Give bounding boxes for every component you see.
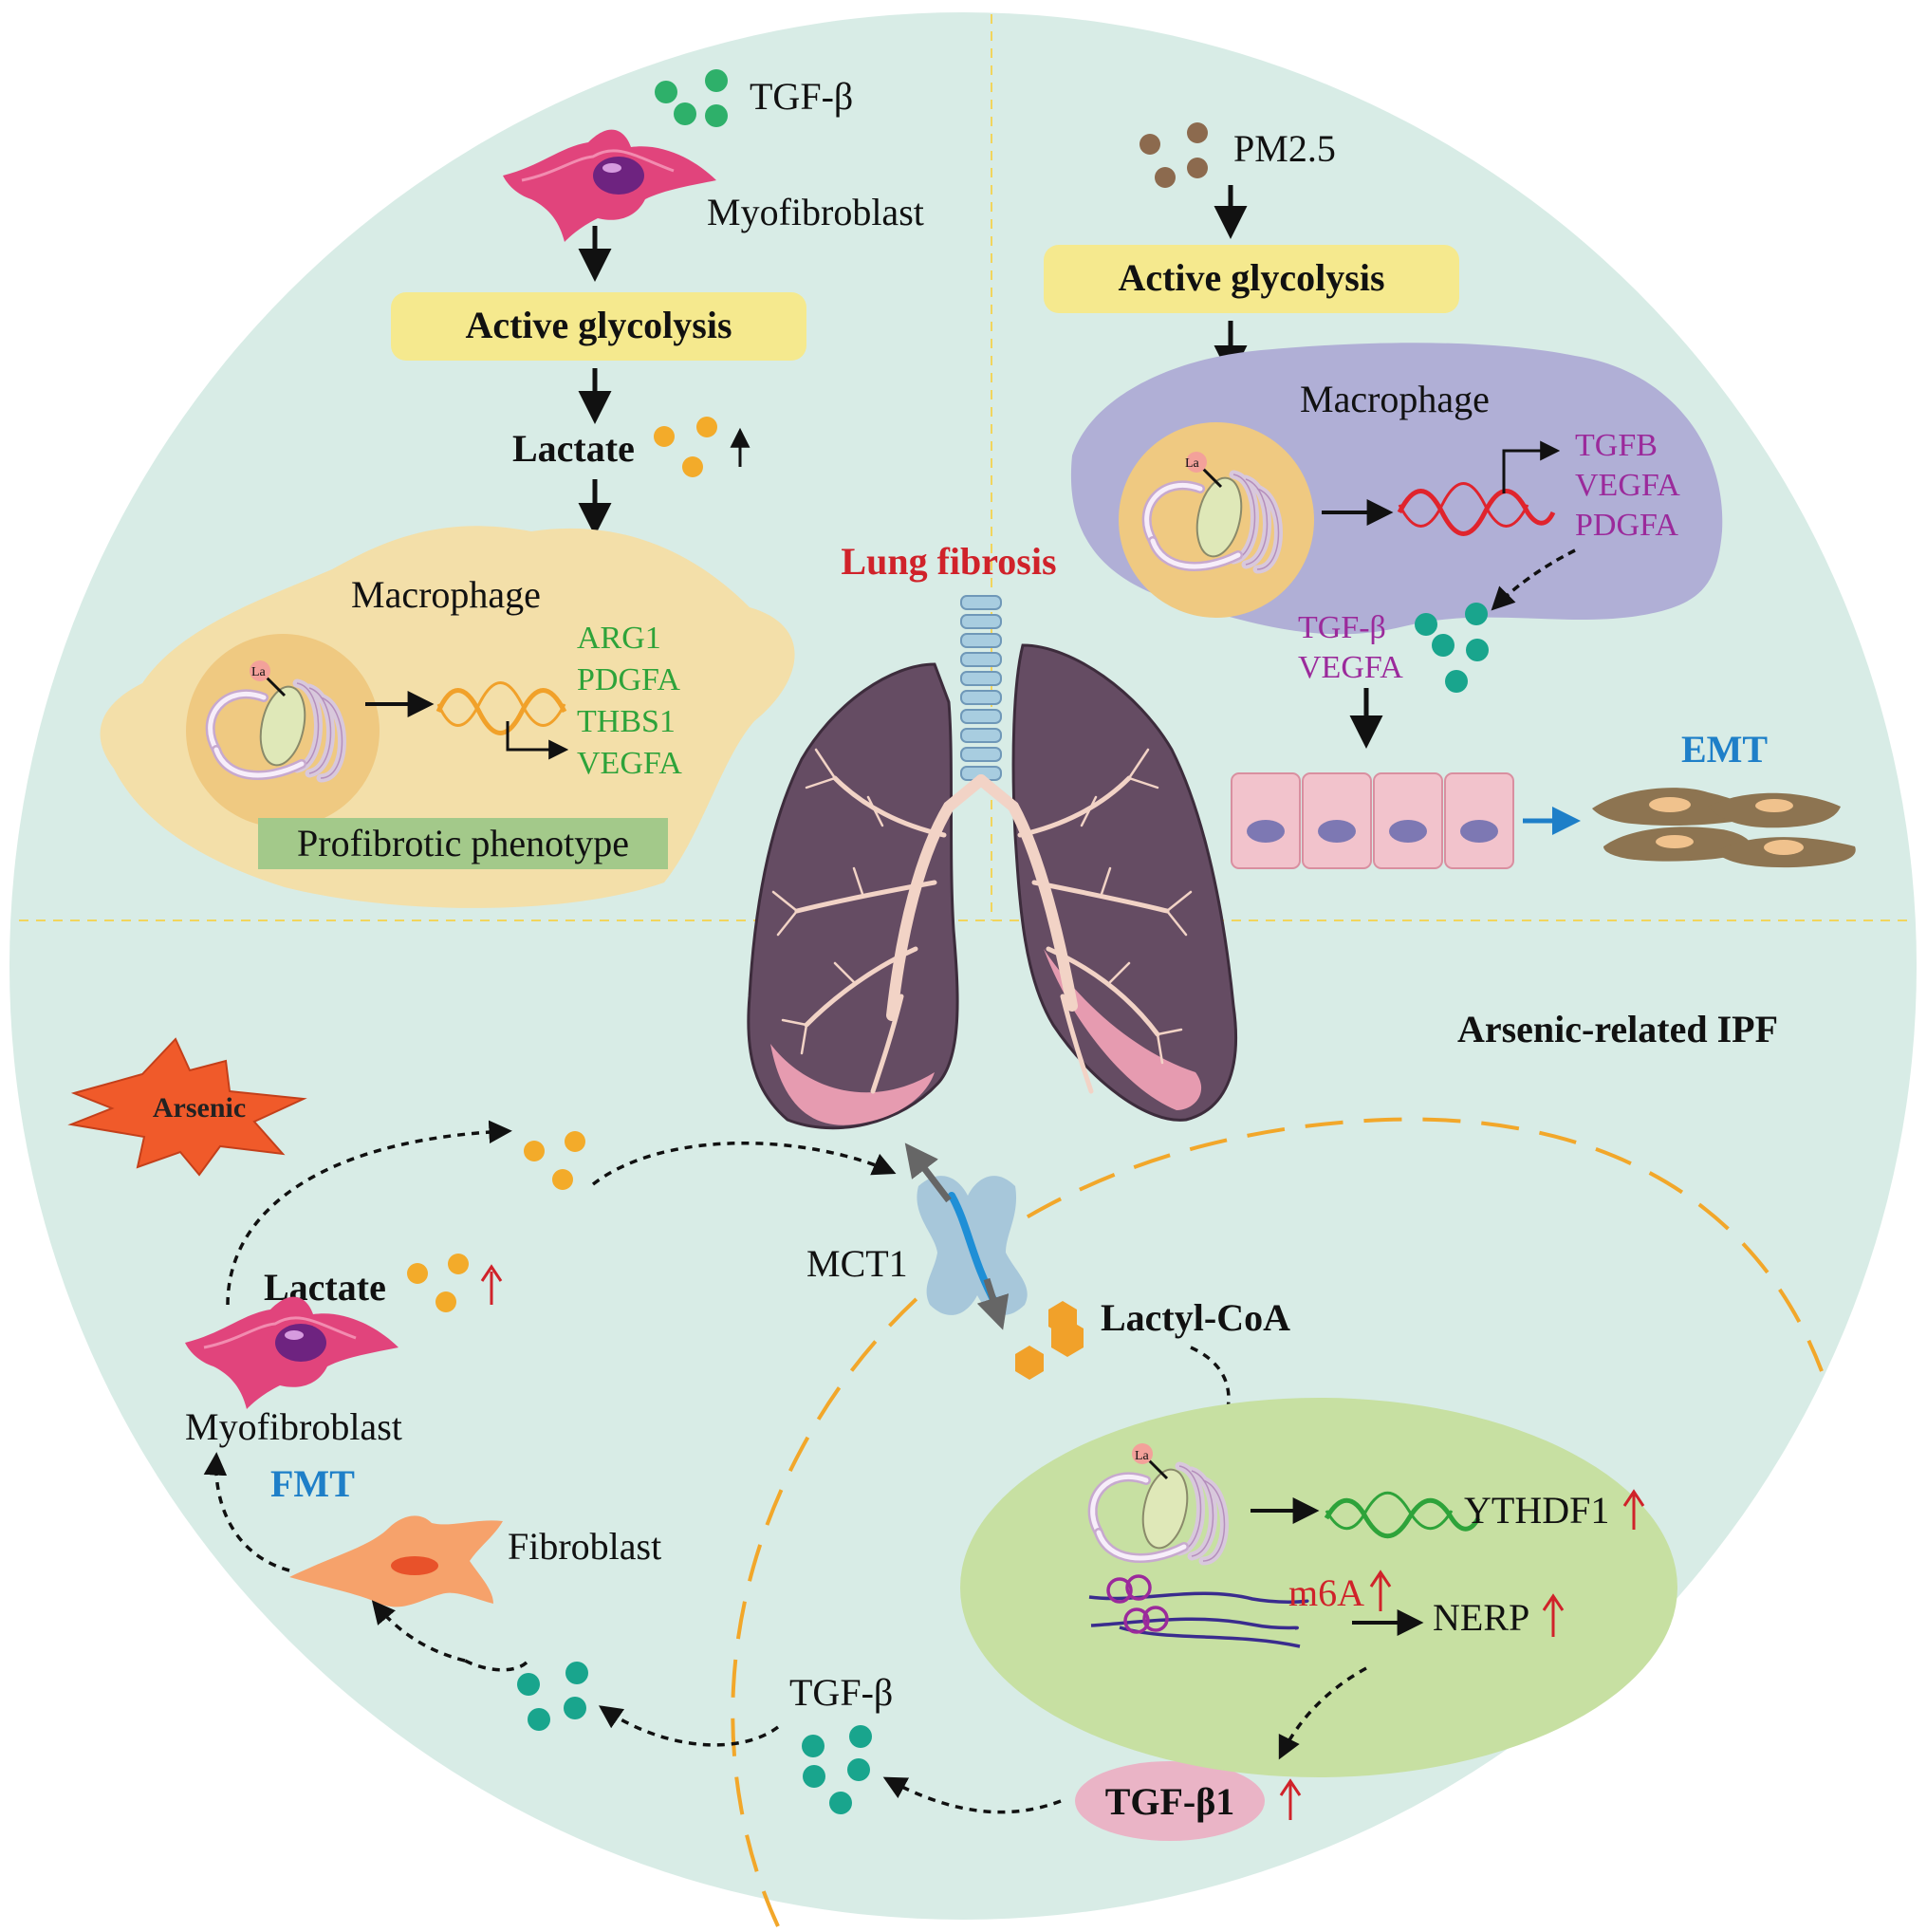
dashed-arrow	[203, 1452, 290, 1572]
dashed-arrow	[882, 1776, 1062, 1814]
arsenic-burst-icon	[67, 1037, 307, 1177]
lactyl-coa-label: Lactyl-CoA	[1101, 1296, 1290, 1339]
gene-vegfa-right: VEGFA	[1575, 468, 1680, 503]
tgfb1-label: TGF-β1	[1105, 1780, 1235, 1823]
lactate-label-top: Lactate	[512, 427, 635, 470]
mrna-icon	[1397, 489, 1556, 536]
gene-thbs1: THBS1	[577, 704, 676, 739]
epithelial-cells-icon	[1231, 772, 1514, 869]
tgfb1-pill	[1075, 1761, 1265, 1841]
profibrotic-label: Profibrotic phenotype	[297, 822, 629, 864]
nerp-label: NERP	[1433, 1596, 1529, 1639]
gene-arg1: ARG1	[577, 621, 661, 656]
mct1-label: MCT1	[806, 1242, 908, 1285]
pm25-dots	[1140, 122, 1208, 188]
fibroblast-label: Fibroblast	[508, 1525, 661, 1568]
transcription-arrow	[1502, 440, 1561, 493]
secreted-tgf: TGF-β	[1298, 610, 1386, 645]
dashed-arrow	[1278, 1666, 1367, 1760]
dashed-arrow	[598, 1705, 780, 1747]
mrna-icon	[1325, 1491, 1454, 1531]
dashed-arrow	[1190, 1346, 1235, 1444]
dashed-arrow	[464, 1659, 528, 1672]
top-left-panel: TGF-β Myofibroblast Active glycolysis La…	[100, 69, 924, 908]
glycolysis-label-left: Active glycolysis	[465, 304, 732, 346]
arsenic-ipf-title: Arsenic-related IPF	[1457, 1008, 1778, 1050]
up-arrow-red-head	[1542, 1593, 1565, 1611]
profibrotic-box	[258, 818, 668, 869]
glycolysis-box-left	[391, 292, 806, 361]
ythdf1-label: YTHDF1	[1464, 1489, 1609, 1532]
tgf-label-bottom: TGF-β	[789, 1671, 893, 1714]
histone-mark-right: La	[1185, 456, 1200, 471]
mrna-icon	[1324, 1497, 1481, 1539]
gene-vegfa-left: VEGFA	[577, 746, 682, 781]
up-arrow-red-head	[1622, 1489, 1645, 1507]
cell-boundary	[731, 1117, 1824, 1927]
mct1-transporter-icon	[904, 1142, 1028, 1330]
lung-icon	[747, 595, 1238, 1130]
myofibroblast-label-top: Myofibroblast	[707, 191, 924, 233]
mrna-icon	[435, 688, 567, 735]
dashed-arrow	[226, 1120, 512, 1306]
gene-pdgfa-left: PDGFA	[577, 662, 680, 697]
arsenic-label: Arsenic	[153, 1092, 246, 1124]
fmt-label: FMT	[270, 1462, 355, 1505]
emt-label: EMT	[1681, 728, 1768, 771]
fibroblast-nucleus	[391, 1556, 438, 1575]
tgf-dots-top	[655, 69, 728, 127]
up-arrow-red-head	[1369, 1570, 1392, 1588]
lactate-dots-bottom	[407, 1254, 469, 1312]
up-arrow-red-head	[1279, 1778, 1302, 1796]
tgf-label-top-left: TGF-β	[750, 75, 853, 118]
glycolysis-label-right: Active glycolysis	[1118, 256, 1384, 299]
histone-mark-bottom: La	[1135, 1449, 1150, 1463]
gene-pdgfa-right: PDGFA	[1575, 508, 1678, 543]
transcription-arrow	[506, 721, 569, 760]
up-arrow-red-head	[480, 1264, 503, 1282]
gene-tgfb: TGFB	[1575, 428, 1658, 463]
macrophage-label-left: Macrophage	[351, 573, 541, 616]
tgf-dots-right	[1415, 603, 1489, 693]
dashed-arrow	[591, 1141, 897, 1186]
m6a-label: m6A	[1288, 1571, 1364, 1614]
m6a-rna-icon	[1088, 1574, 1309, 1648]
macrophage-label-right: Macrophage	[1300, 378, 1490, 420]
mrna-icon	[436, 681, 566, 727]
histone-mark-left: La	[251, 665, 267, 679]
secreted-vegfa: VEGFA	[1298, 650, 1403, 685]
glycolysis-box-right	[1044, 245, 1459, 313]
pm25-label: PM2.5	[1233, 127, 1336, 170]
bottom-panel: Arsenic-related IPF Arsenic Lactate Myof…	[67, 1008, 1824, 1927]
lactate-dots-bottom-outer	[524, 1131, 585, 1190]
top-right-panel: PM2.5 Active glycolysis Macrophage La TG…	[1044, 122, 1856, 869]
mrna-icon	[1398, 482, 1529, 528]
mesenchymal-cells-icon	[1592, 788, 1856, 868]
tgf-dots-bottom-right	[802, 1725, 872, 1814]
tgf-dots-bottom-left	[517, 1662, 588, 1731]
nucleus-bottom	[960, 1398, 1677, 1777]
lactyl-coa-icon	[1015, 1301, 1084, 1380]
lung-fibrosis-title: Lung fibrosis	[841, 540, 1056, 583]
lactate-dots-top	[654, 417, 717, 477]
myofibroblast-label-bottom: Myofibroblast	[185, 1405, 402, 1448]
